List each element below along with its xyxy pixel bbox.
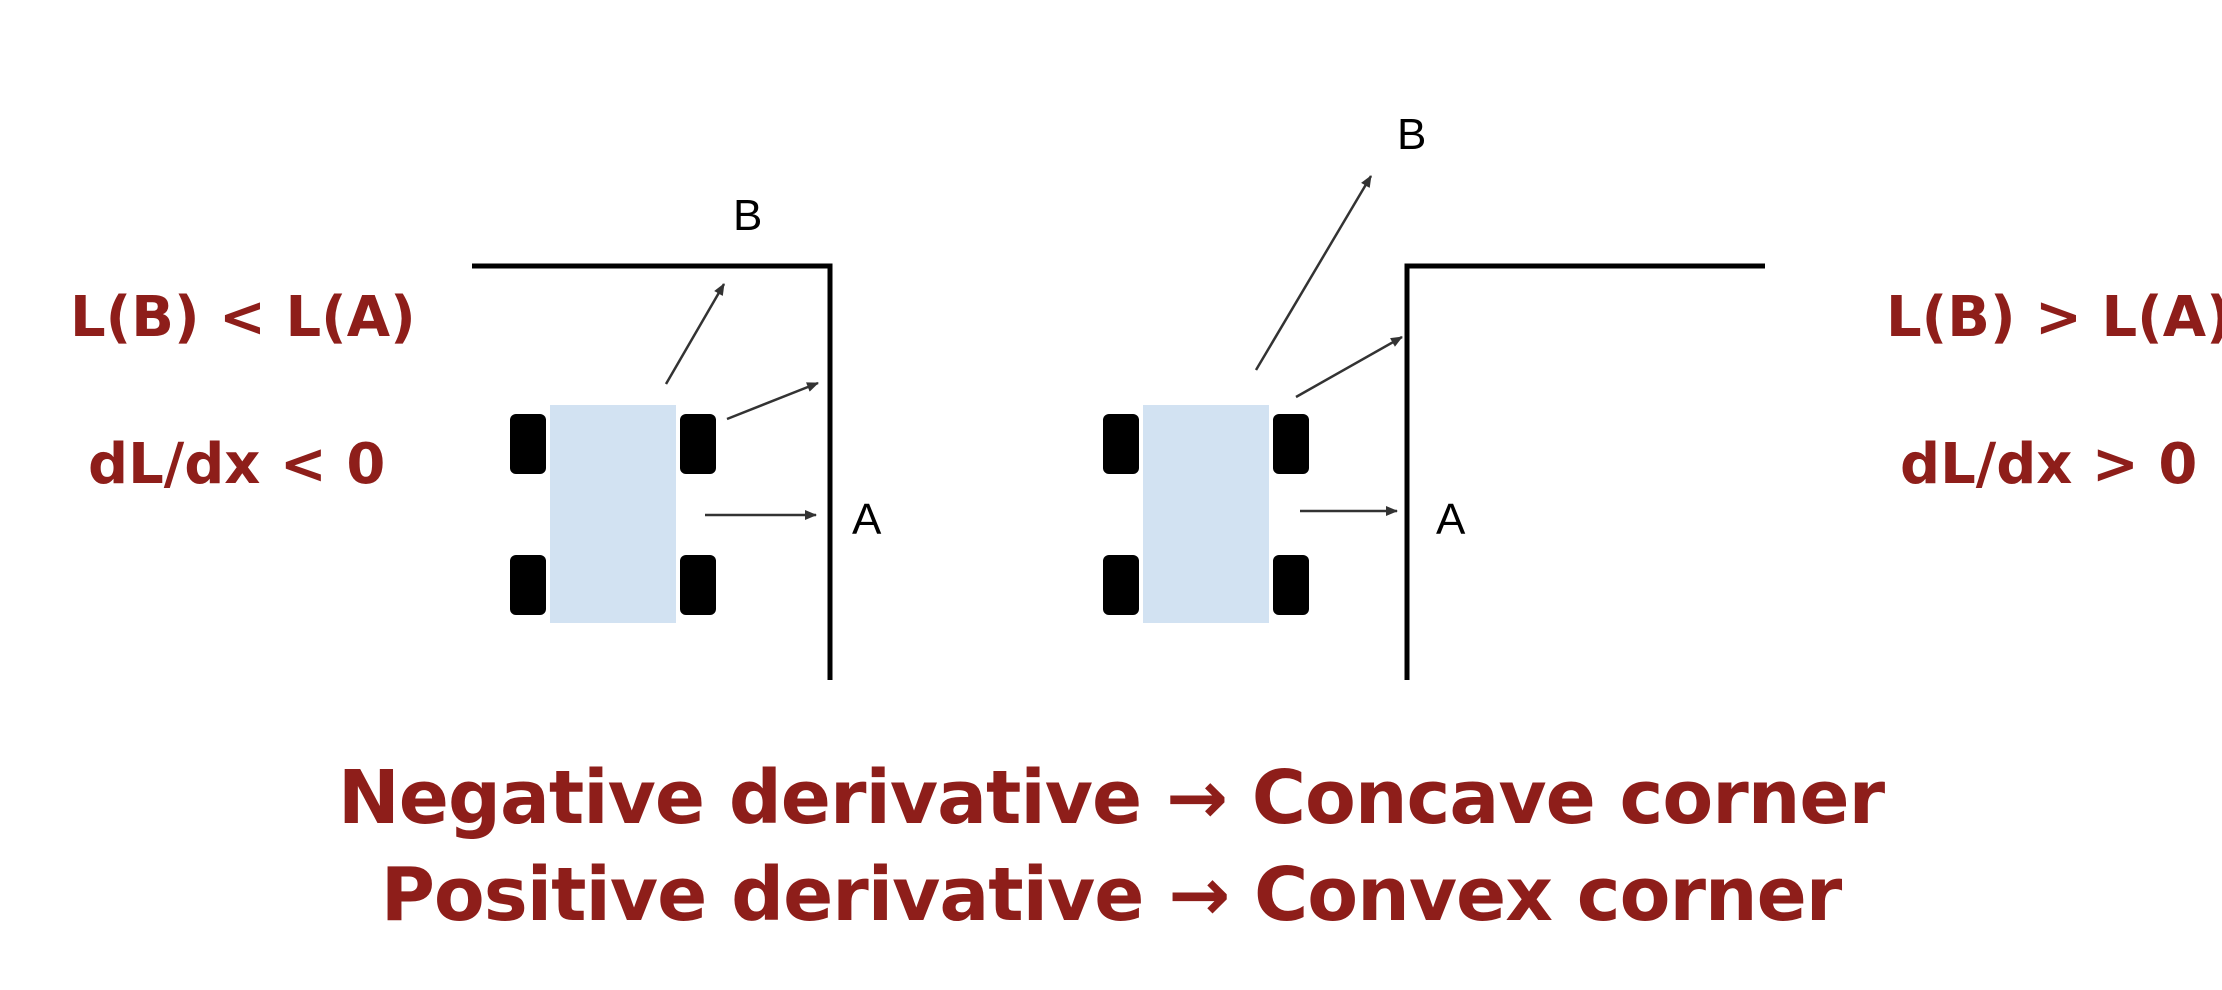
left-ray-to-b (664, 283, 726, 385)
right-scene: B A (1103, 110, 1765, 680)
right-point-b-label: B (1397, 110, 1426, 159)
left-ray-diagonal (726, 381, 819, 421)
left-point-a-label: A (852, 495, 882, 544)
right-car-wheel (1273, 555, 1309, 615)
right-derivative: dL/dx > 0 (1900, 432, 2198, 497)
left-car-wheel (510, 555, 546, 615)
left-car-body (550, 405, 676, 623)
left-point-b-label: B (733, 191, 762, 240)
caption-positive: Positive derivative → Convex corner (380, 852, 1843, 938)
left-scene: B A (472, 191, 882, 680)
right-car-wheel (1103, 414, 1139, 474)
left-inequality: L(B) < L(A) (70, 285, 416, 350)
right-inequality: L(B) > L(A) (1886, 285, 2222, 350)
right-ray-to-b (1254, 175, 1373, 371)
left-car-wheel (510, 414, 546, 474)
caption-negative: Negative derivative → Concave corner (337, 755, 1885, 841)
right-wall (1404, 263, 1765, 680)
left-car-wheel (680, 414, 716, 474)
right-ray-diagonal (1295, 335, 1403, 399)
right-car-wheel (1103, 555, 1139, 615)
right-car-wheel (1273, 414, 1309, 474)
right-car (1103, 405, 1309, 623)
right-car-body (1143, 405, 1269, 623)
left-car (510, 405, 716, 623)
left-wall (472, 263, 833, 680)
right-point-a-label: A (1436, 495, 1466, 544)
left-derivative: dL/dx < 0 (88, 432, 386, 497)
left-car-wheel (680, 555, 716, 615)
